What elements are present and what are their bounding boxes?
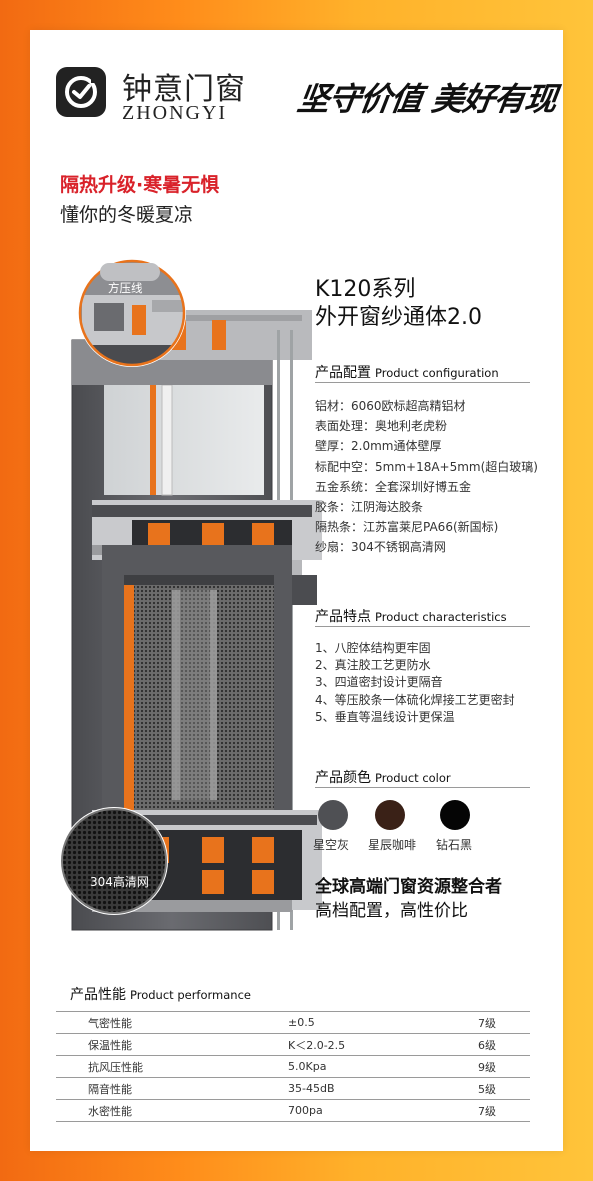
perf-grade: 7级 [478,1011,530,1034]
promo-subline: 高档配置，高性价比 [315,901,468,921]
config-title-en: Product configuration [375,366,499,380]
feature-item: 2、真注胶工艺更防水 [315,658,431,673]
series-title: K120系列 外开窗纱通体2.0 [315,276,482,332]
table-row: 隔音性能 35-45dB 5级 [56,1077,530,1100]
feature-item: 1、八腔体结构更牢固 [315,641,431,655]
colors-section-title: 产品颜色 Product color [315,767,451,787]
features-divider [315,626,530,627]
config-list: 铝材：6060欧标超高精铝材 表面处理：奥地利老虎粉 壁厚：2.0mm通体壁厚 … [315,396,538,558]
brand-name-en: ZHONGYI [122,102,228,124]
performance-title-en: Product performance [130,988,251,1002]
perf-grade: 7级 [478,1099,530,1122]
config-divider [315,382,530,383]
series-line2: 外开窗纱通体2.0 [315,305,482,330]
config-item: 壁厚：2.0mm通体壁厚 [315,439,442,454]
tagline-sub: 懂你的冬暖夏凉 [60,204,194,226]
brand-slogan: 坚守价值 美好有现 [295,80,559,118]
features-section-title: 产品特点 Product characteristics [315,606,507,626]
tagline-red: 隔热升级·寒暑无惧 [60,174,220,196]
perf-grade: 9级 [478,1055,530,1078]
promo-headline: 全球高端门窗资源整合者 [315,877,502,897]
table-row: 抗风压性能 5.0Kpa 9级 [56,1055,530,1078]
features-list: 1、八腔体结构更牢固 2、真注胶工艺更防水 3、四道密封设计更隔音 4、等压胶条… [315,640,515,726]
clock-logo-icon [65,76,97,108]
table-row: 气密性能 ±0.5 7级 [56,1011,530,1034]
brand-logo [56,67,106,117]
config-item: 五金系统：全套深圳好博五金 [315,479,472,494]
config-item: 隔热条：江苏富莱尼PA66(新国标) [315,520,499,535]
perf-value: K＜2.0-2.5 [288,1033,478,1056]
perf-value: 5.0Kpa [288,1055,478,1078]
color-label-black: 钻石黑 [436,838,473,852]
perf-value: ±0.5 [288,1011,478,1034]
perf-name: 水密性能 [56,1099,288,1122]
table-row: 保温性能 K＜2.0-2.5 6级 [56,1033,530,1056]
callout-top-label: 方压线 [108,281,143,295]
perf-grade: 5级 [478,1077,530,1100]
feature-item: 5、垂直等温线设计更保温 [315,709,455,724]
performance-section-title: 产品性能 Product performance [70,984,251,1004]
perf-value: 700pa [288,1099,478,1122]
config-section-title: 产品配置 Product configuration [315,362,499,382]
callout-bottom-label: 304高清网 [90,875,149,889]
performance-title-cn: 产品性能 [70,987,126,1003]
perf-name: 抗风压性能 [56,1055,288,1078]
brand-name-cn: 钟意门窗 [122,72,246,107]
features-title-cn: 产品特点 [315,609,371,625]
color-swatch-coffee [375,800,405,830]
config-item: 铝材：6060欧标超高精铝材 [315,399,466,413]
color-swatch-black [440,800,470,830]
config-item: 标配中空：5mm+18A+5mm(超白玻璃) [315,459,538,474]
perf-name: 隔音性能 [56,1077,288,1100]
table-row: 水密性能 700pa 7级 [56,1099,530,1122]
poster-card: 钟意门窗 ZHONGYI 坚守价值 美好有现 隔热升级·寒暑无惧 懂你的冬暖夏凉 [30,30,563,1151]
config-title-cn: 产品配置 [315,365,371,381]
features-title-en: Product characteristics [375,610,507,624]
feature-item: 4、等压胶条一体硫化焊接工艺更密封 [315,692,515,707]
color-swatch-gray [318,800,348,830]
colors-title-en: Product color [375,771,451,785]
feature-item: 3、四道密封设计更隔音 [315,675,443,690]
config-item: 胶条：江阴海达胶条 [315,500,424,515]
perf-grade: 6级 [478,1033,530,1056]
config-item: 纱扇：304不锈钢高清网 [315,540,446,555]
color-label-gray: 星空灰 [313,838,350,852]
perf-name: 气密性能 [56,1011,288,1034]
performance-table: 气密性能 ±0.5 7级 保温性能 K＜2.0-2.5 6级 抗风压性能 5.0… [56,1011,530,1122]
series-line1: K120系列 [315,277,416,302]
colors-divider [315,787,530,788]
perf-value: 35-45dB [288,1077,478,1100]
color-label-coffee: 星辰咖啡 [368,838,417,852]
window-profile-illustration: 方压线 304高清网 [52,245,322,935]
colors-title-cn: 产品颜色 [315,770,371,786]
config-item: 表面处理：奥地利老虎粉 [315,419,448,434]
perf-name: 保温性能 [56,1033,288,1056]
